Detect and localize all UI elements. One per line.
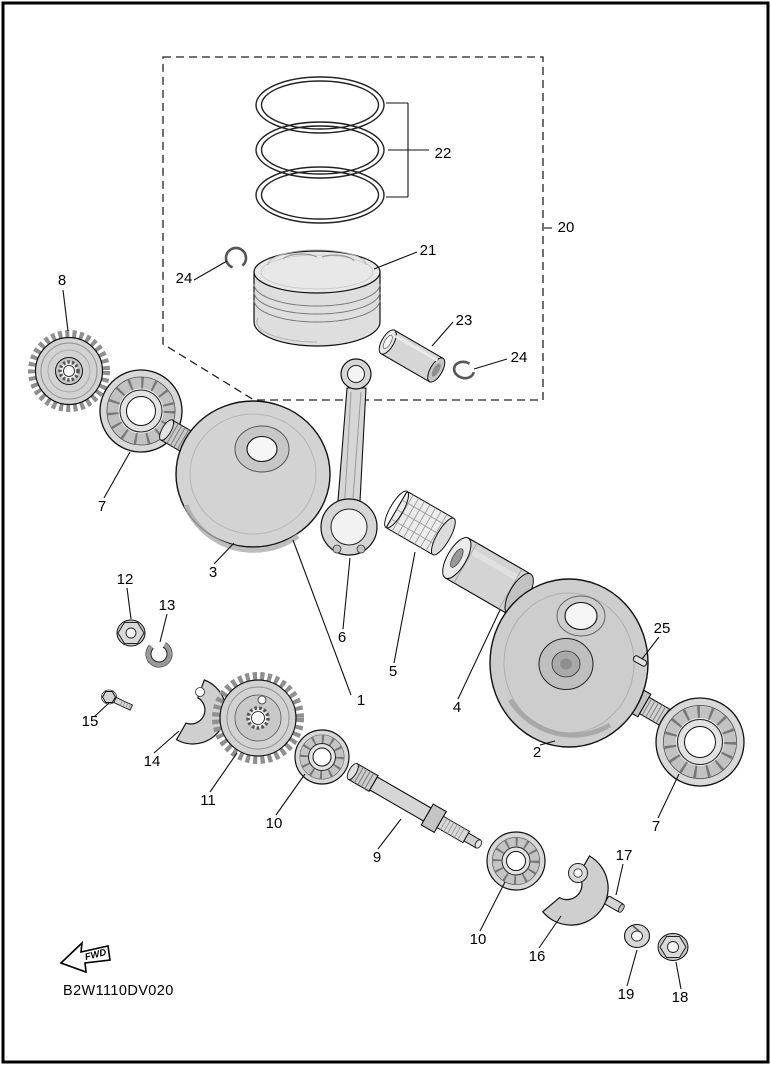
part-label-14: 14 <box>144 753 161 770</box>
piston-rings <box>255 76 385 224</box>
part-label-11: 11 <box>200 792 216 809</box>
connecting-rod <box>320 358 378 556</box>
part-label-18: 18 <box>672 989 689 1006</box>
dowel-pin <box>604 895 625 913</box>
crank-web-right <box>489 578 693 748</box>
part-label-24-left: 24 <box>176 270 193 287</box>
fwd-arrow-icon: FWD <box>59 940 111 974</box>
part-label-3: 3 <box>209 564 217 581</box>
part-label-15: 15 <box>82 713 99 730</box>
part-label-10-upper: 10 <box>266 815 283 832</box>
balancer-shaft <box>346 762 483 849</box>
balancer-bolt <box>101 689 134 711</box>
part-label-20: 20 <box>558 219 575 236</box>
needle-bearing <box>384 490 456 556</box>
part-label-7-left: 7 <box>98 498 106 515</box>
part-label-2: 2 <box>533 744 541 761</box>
piston-pin <box>378 329 446 383</box>
part-label-10-lower: 10 <box>470 931 487 948</box>
part-label-1: 1 <box>357 692 365 709</box>
part-label-17: 17 <box>616 847 633 864</box>
balancer-weight-front <box>175 679 227 745</box>
part-label-23: 23 <box>456 312 473 329</box>
part-label-25: 25 <box>654 620 671 637</box>
part-label-19: 19 <box>618 986 635 1003</box>
part-label-12: 12 <box>117 571 134 588</box>
bearing-right <box>655 697 745 787</box>
woodruff-key <box>632 655 648 667</box>
piston <box>253 249 381 347</box>
piston-subassembly-box <box>162 56 544 401</box>
crank-web-left <box>159 400 331 553</box>
part-label-8: 8 <box>58 272 66 289</box>
part-label-13: 13 <box>159 597 176 614</box>
balancer-weight-rear <box>541 855 609 926</box>
balancer-nut-rear <box>657 933 689 961</box>
bearing-balancer-rear <box>486 831 546 891</box>
part-label-6: 6 <box>338 629 346 646</box>
part-label-4: 4 <box>453 699 461 716</box>
diagram-code: B2W1110DV020 <box>63 983 174 999</box>
lock-washer-front <box>145 640 173 668</box>
circlip-right <box>452 360 476 380</box>
part-label-5: 5 <box>389 663 397 680</box>
fwd-arrow-label: FWD <box>84 947 108 963</box>
balancer-nut-front <box>116 619 146 647</box>
part-label-9: 9 <box>373 849 381 866</box>
part-label-24-right: 24 <box>511 349 528 366</box>
bearing-balancer-front <box>294 729 350 785</box>
part-label-7-right: 7 <box>652 818 660 835</box>
circlip-left <box>224 246 248 270</box>
part-label-22: 22 <box>435 145 452 162</box>
part-label-16: 16 <box>529 948 546 965</box>
primary-gear <box>28 330 110 412</box>
part-label-21: 21 <box>420 242 437 259</box>
leader-lines <box>62 102 682 990</box>
balancer-gear <box>212 672 304 764</box>
lock-washer-rear <box>623 923 651 949</box>
